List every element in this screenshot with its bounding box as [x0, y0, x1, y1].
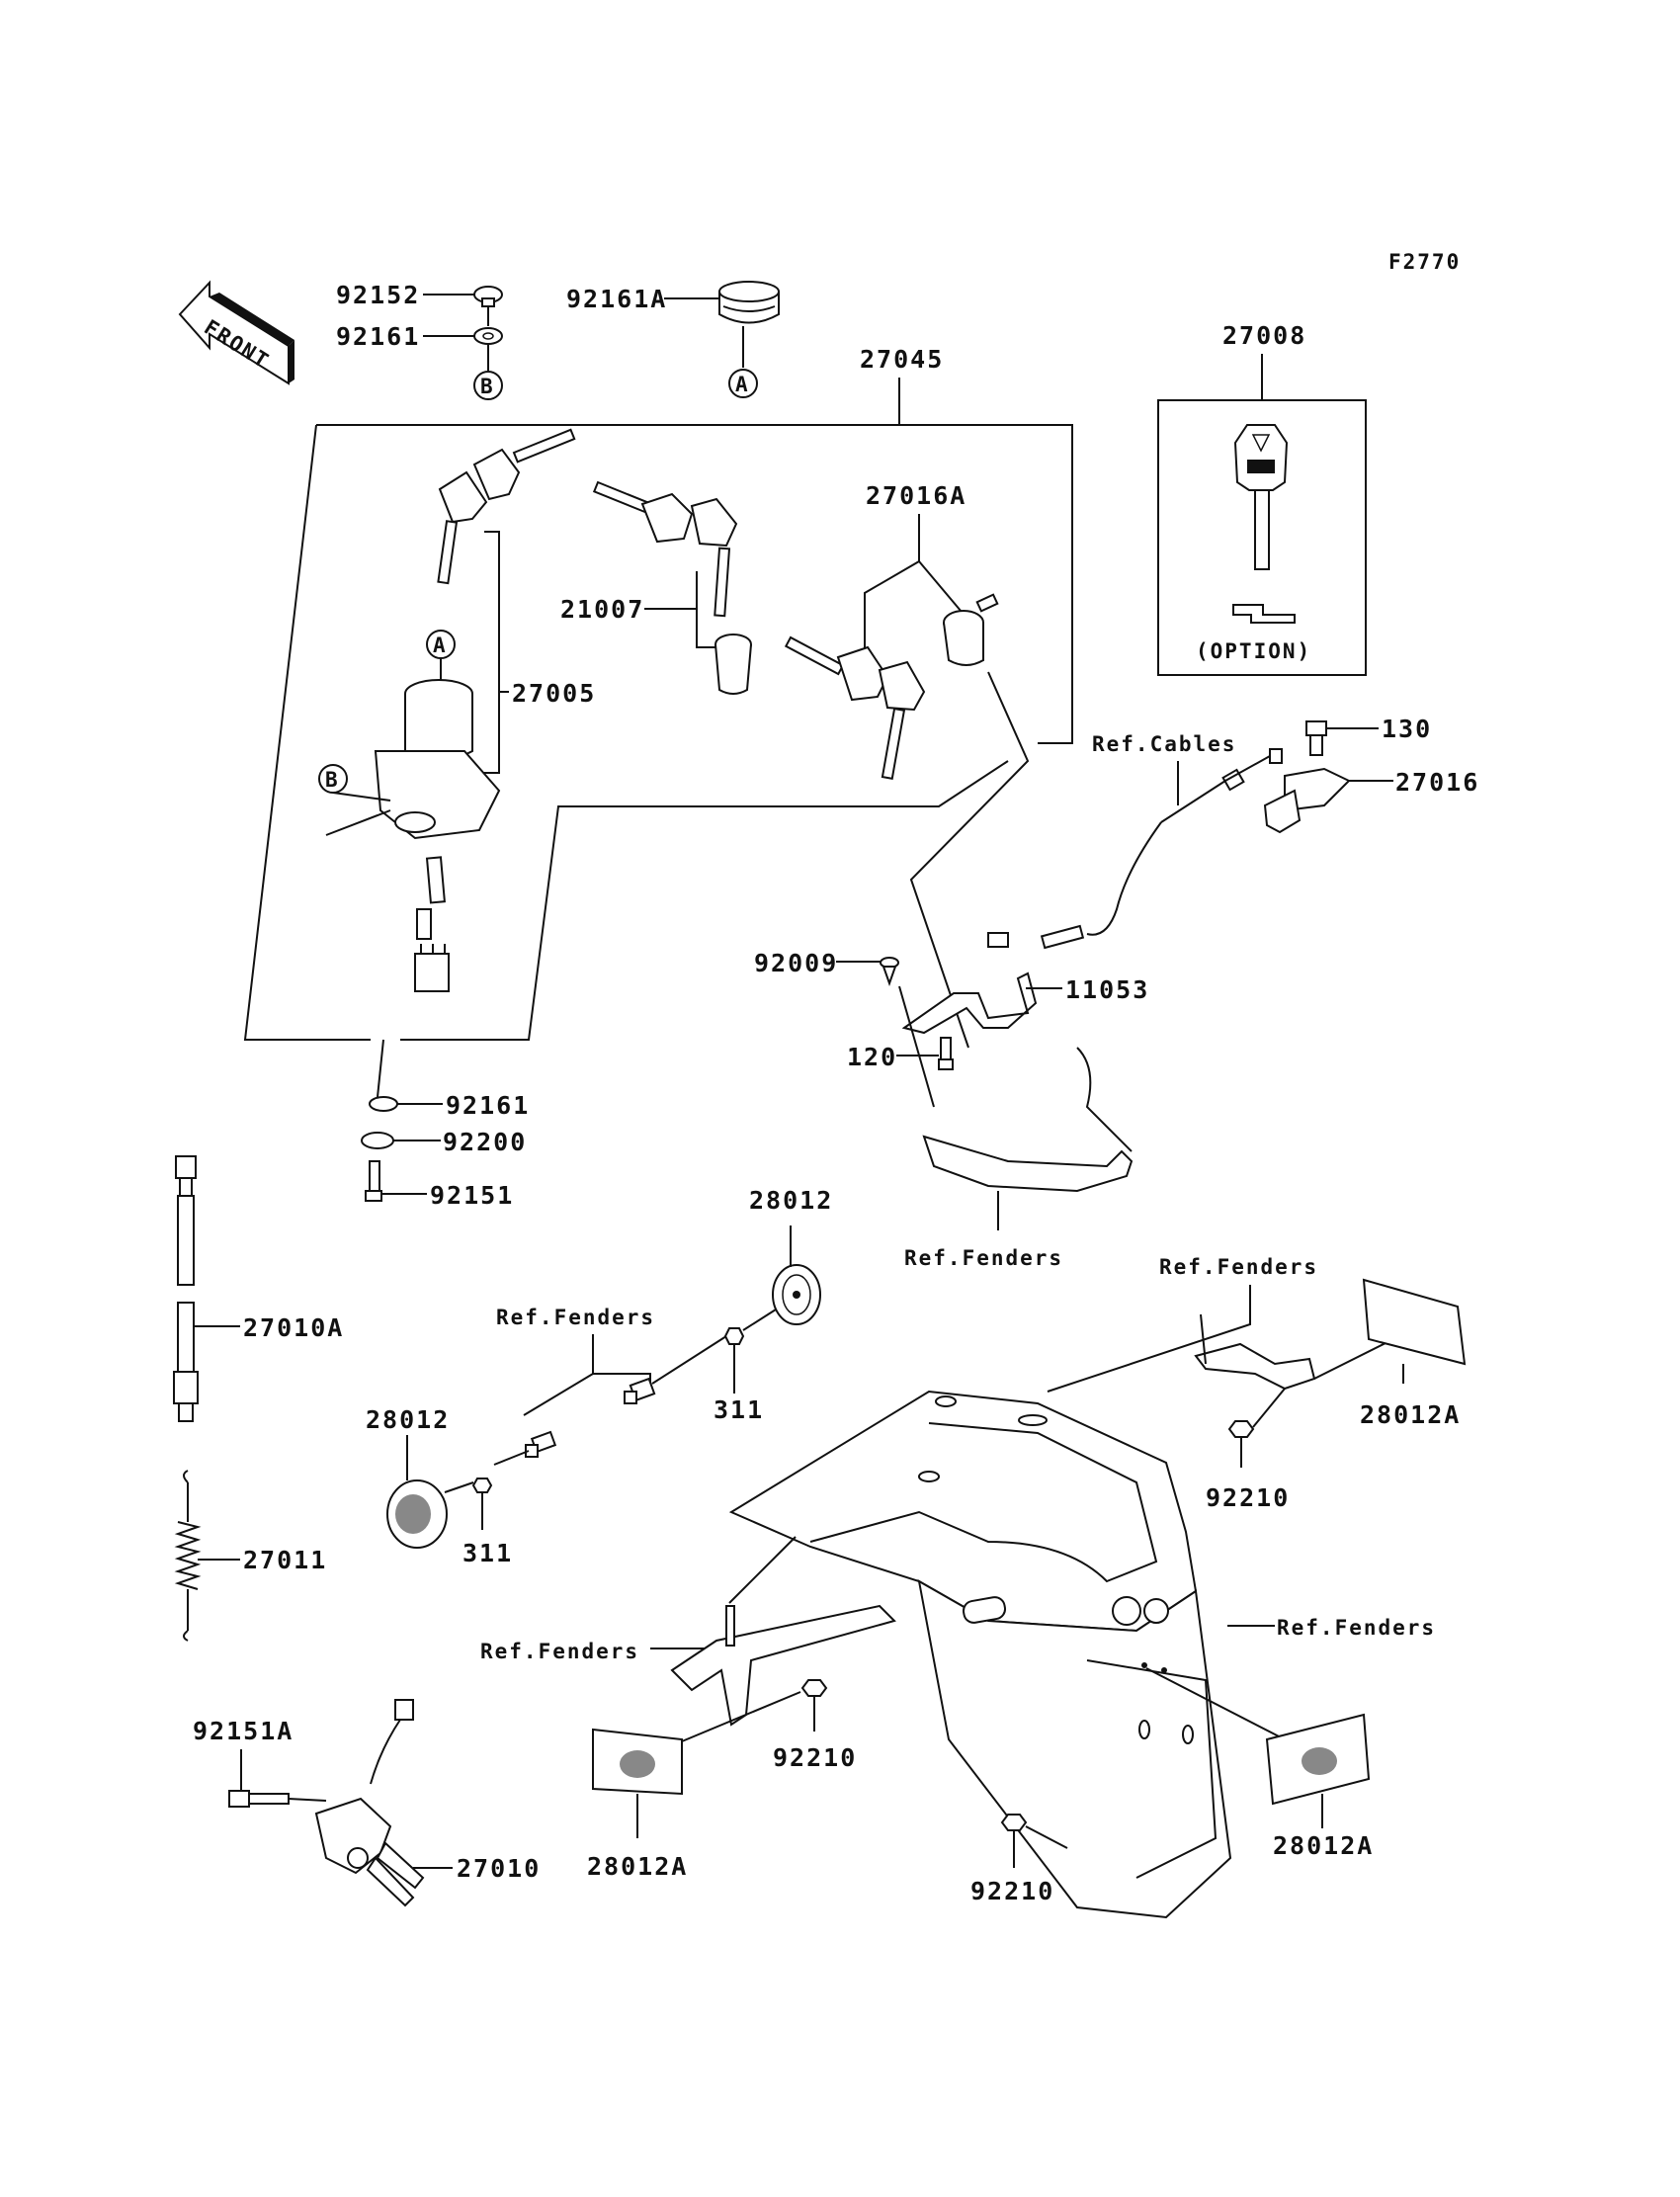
reflector-28012-left [386, 1479, 448, 1549]
spring-27011 [174, 1470, 202, 1642]
reflector-28012A-right [1362, 1278, 1467, 1366]
reflector-28012A-left [592, 1728, 683, 1796]
bracket-left [670, 1604, 896, 1727]
flanged-collar-part [473, 286, 503, 307]
callout-92200: 92200 [443, 1128, 527, 1156]
bracket-right [1194, 1313, 1316, 1391]
washer-92161-bottom [369, 1096, 398, 1112]
option-label: (OPTION) [1196, 639, 1311, 663]
reflector-28012A-bottom-right [1265, 1713, 1371, 1806]
bolt-130-part [1305, 720, 1327, 756]
ref-marker-b-label: B [480, 375, 495, 398]
callout-27045: 27045 [860, 345, 944, 374]
front-arrow-icon: FRONT [178, 280, 294, 385]
rubber-sleeve-part [718, 281, 780, 324]
ref-marker-a-top [728, 369, 758, 398]
callout-ref-fenders-5: Ref.Fenders [1277, 1616, 1436, 1640]
callout-27010A: 27010A [243, 1313, 344, 1342]
cable-part [987, 748, 1283, 950]
nut-92210-mid [800, 1679, 828, 1697]
callout-28012A-bottom-right: 28012A [1273, 1831, 1374, 1860]
callout-ref-cables: Ref.Cables [1092, 732, 1236, 756]
callout-92210-bottom: 92210 [970, 1877, 1054, 1905]
rear-fender-main [728, 1390, 1232, 1919]
nut-92210-bottom [1000, 1814, 1028, 1831]
option-key-part [1233, 424, 1289, 570]
callout-28012-left: 28012 [366, 1405, 450, 1434]
callout-ref-fenders-1: Ref.Fenders [904, 1246, 1063, 1270]
callout-ref-fenders-3: Ref.Fenders [1159, 1255, 1318, 1279]
bolt-120 [938, 1037, 954, 1070]
callout-27005: 27005 [512, 679, 596, 708]
ref-marker-a-label: A [735, 373, 750, 396]
callout-28012-top: 28012 [749, 1186, 833, 1215]
nut-311-upper [723, 1327, 745, 1345]
callout-92152: 92152 [336, 281, 420, 309]
key-code-tag-icon [1232, 604, 1296, 624]
callout-27010: 27010 [457, 1854, 541, 1883]
seat-lock-cylinder-part [943, 593, 999, 666]
nut-311-lower [471, 1478, 493, 1493]
screw-92009 [880, 957, 899, 987]
rear-fender-tray [922, 1047, 1134, 1193]
ref-marker-b-switch-label: B [325, 768, 340, 792]
figure-code: F2770 [1388, 250, 1461, 274]
callout-92161A: 92161A [566, 285, 667, 313]
callout-28012A-left: 28012A [587, 1852, 688, 1881]
callout-28012A-right: 28012A [1360, 1400, 1461, 1429]
callout-92009: 92009 [754, 949, 838, 977]
ignition-switch-part: A [374, 630, 501, 992]
nut-92210-right [1227, 1420, 1255, 1438]
callout-92161-bottom: 92161 [446, 1091, 530, 1120]
callout-120: 120 [847, 1043, 897, 1071]
ref-marker-b-top [473, 371, 503, 400]
key-pair-27016A [784, 635, 926, 780]
set-outline-27045 [316, 424, 1073, 744]
callout-21007: 21007 [560, 595, 644, 624]
spacer-lower [525, 1430, 557, 1458]
callout-27016A: 27016A [866, 481, 966, 510]
reflector-28012-top [772, 1264, 821, 1325]
option-key-box [1157, 399, 1367, 676]
callout-92151A: 92151A [193, 1717, 294, 1745]
bracket-11053 [901, 972, 1038, 1035]
callout-27008: 27008 [1222, 321, 1306, 350]
callout-27011: 27011 [243, 1546, 327, 1574]
cap-part-21007 [714, 634, 752, 695]
callout-ref-fenders-4: Ref.Fenders [480, 1640, 639, 1663]
bolt-92151 [365, 1160, 382, 1202]
washer-92200 [361, 1132, 394, 1149]
washer-part [473, 327, 503, 345]
callout-92210-right: 92210 [1206, 1483, 1290, 1512]
spacer-upper [624, 1377, 656, 1404]
callout-92161-top: 92161 [336, 322, 420, 351]
brake-switch-wiring-part [173, 1155, 199, 1422]
ref-marker-a-switch: A [433, 634, 448, 657]
callout-130: 130 [1382, 715, 1432, 743]
callout-27016: 27016 [1395, 768, 1479, 797]
key-pair-27005 [437, 428, 576, 585]
side-stand-switch-27010 [314, 1699, 425, 1907]
key-pair-21007 [592, 480, 738, 618]
bolt-92151A [228, 1790, 290, 1808]
callout-311-a: 311 [714, 1395, 764, 1424]
callout-92151: 92151 [430, 1181, 514, 1210]
callout-311-b: 311 [462, 1539, 513, 1567]
callout-11053: 11053 [1065, 975, 1149, 1004]
callout-92210-mid: 92210 [773, 1743, 857, 1772]
callout-ref-fenders-2: Ref.Fenders [496, 1306, 655, 1329]
seat-lock-bracket-27016 [1263, 767, 1351, 834]
